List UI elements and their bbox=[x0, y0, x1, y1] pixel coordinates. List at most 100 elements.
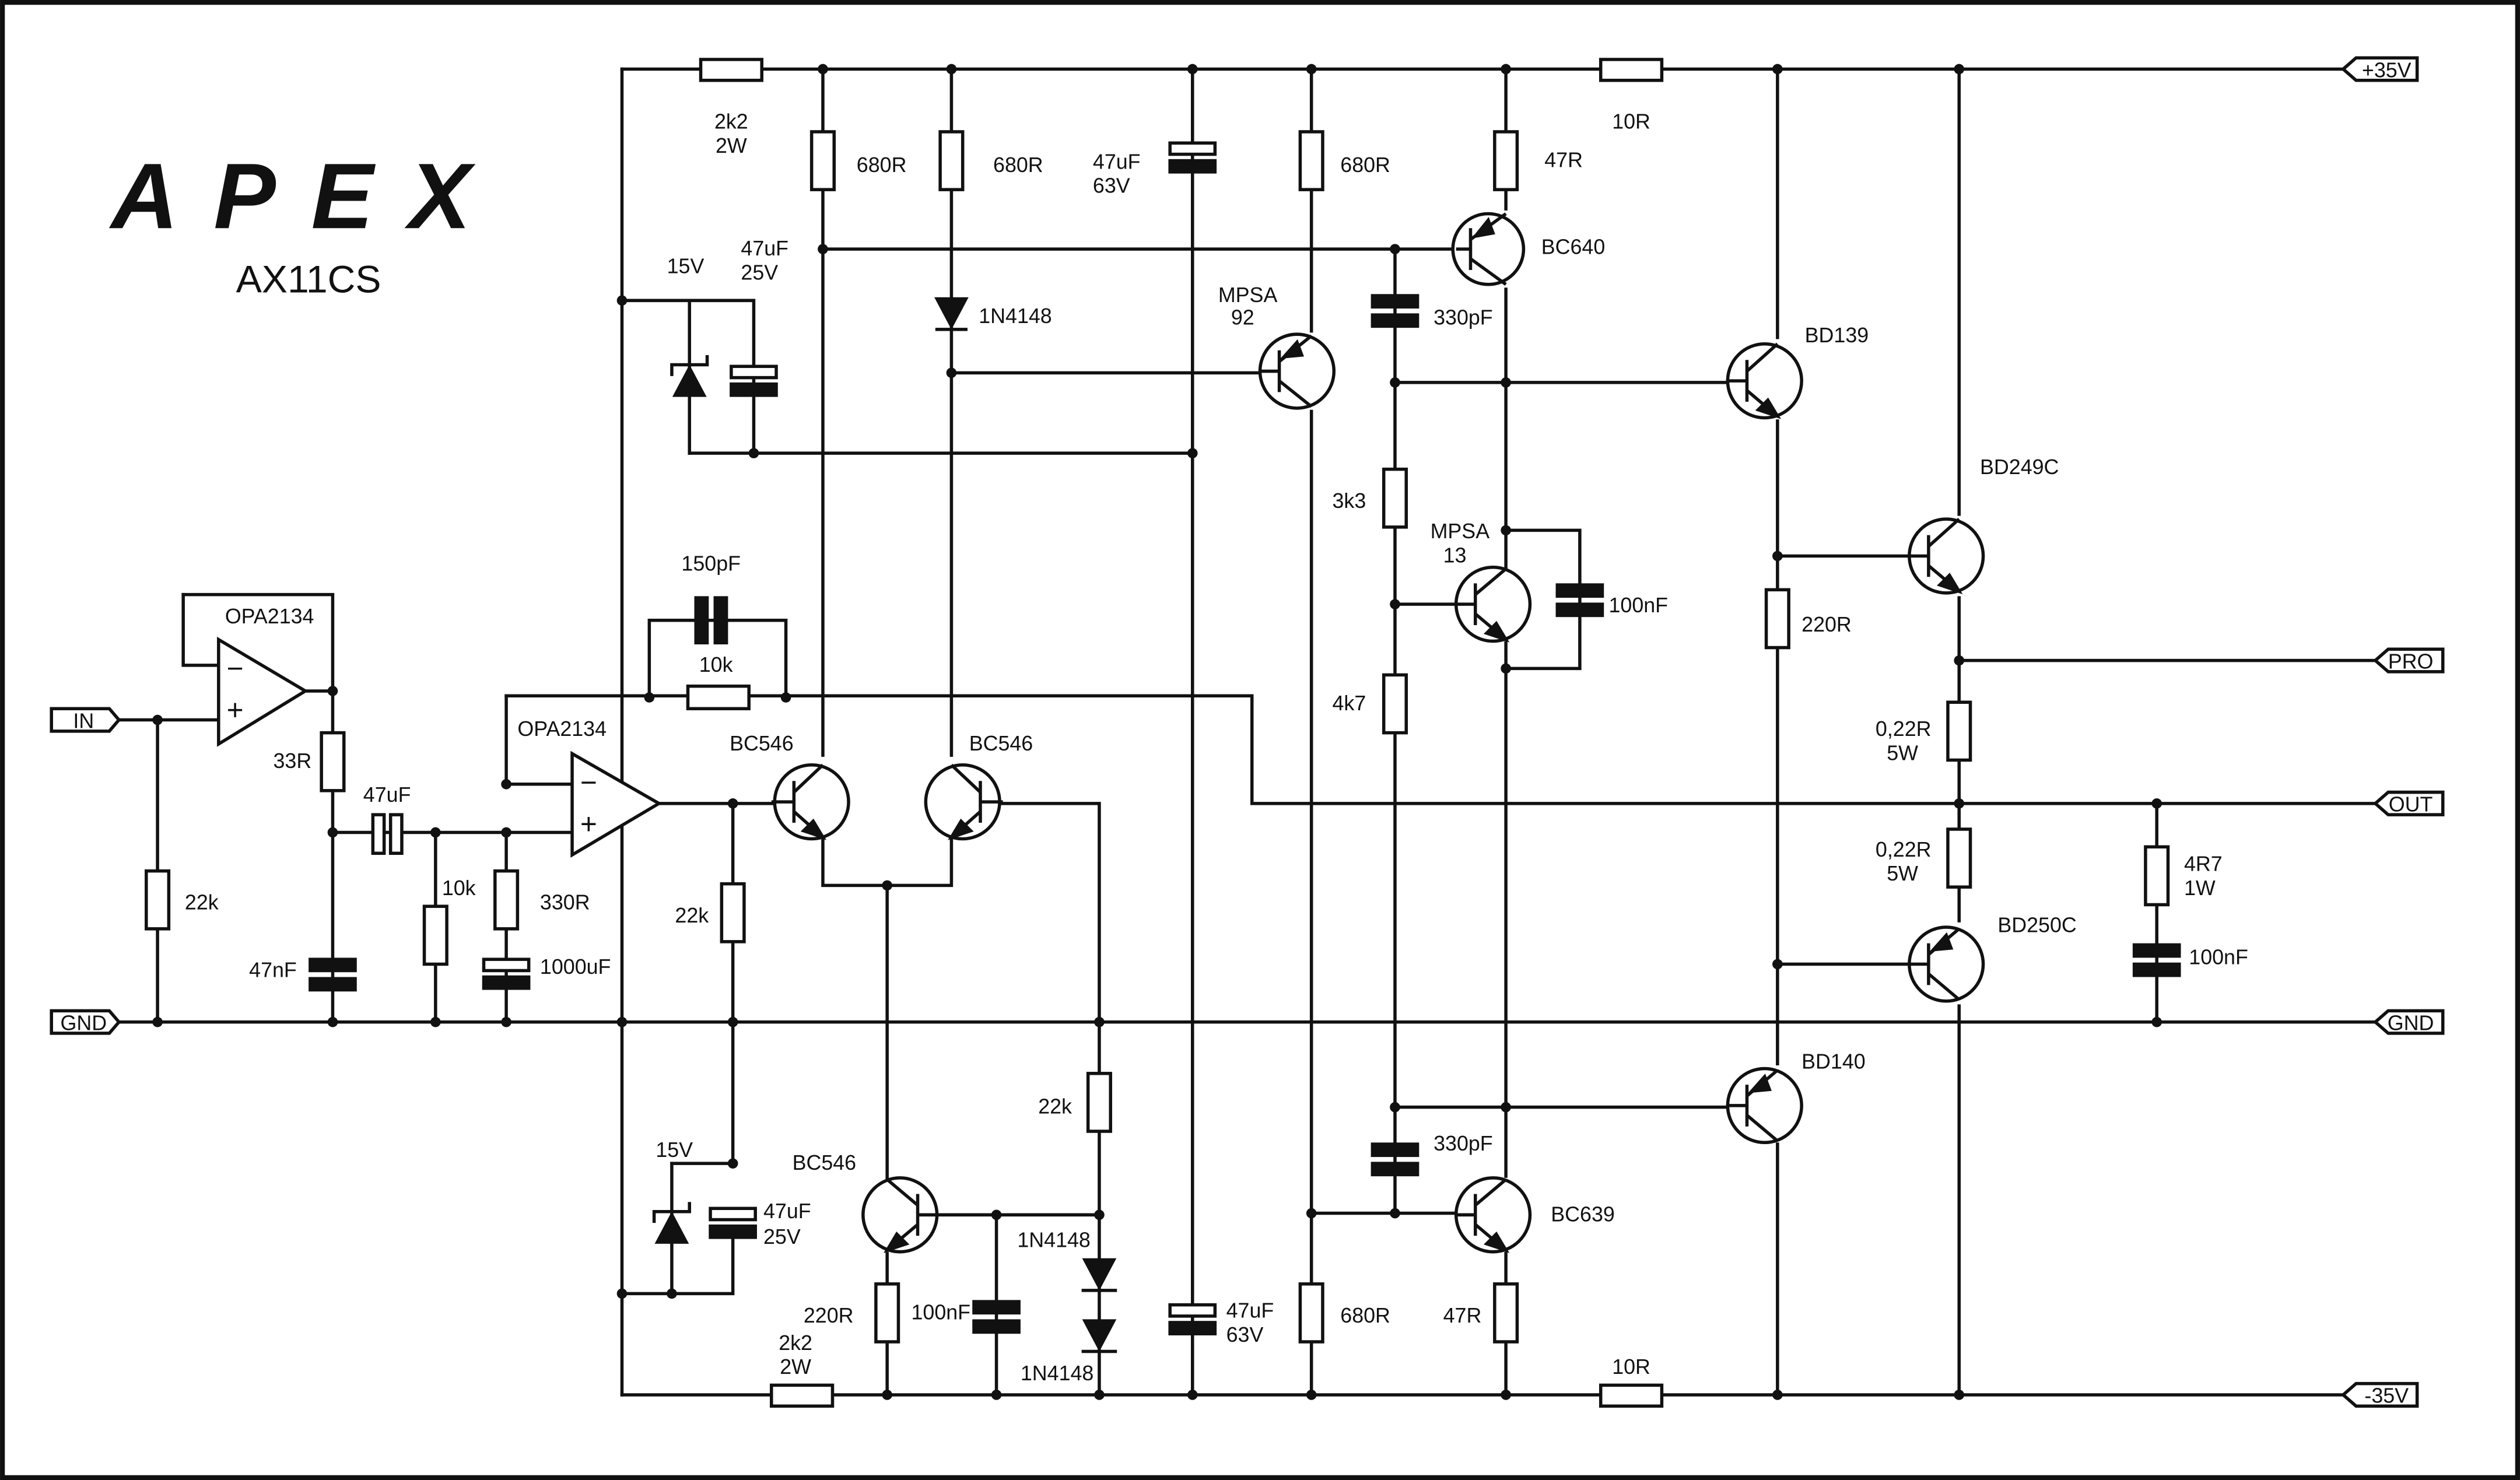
label-c-47u-63-bot-v: 63V bbox=[1226, 1323, 1264, 1346]
label-r-022-top: 0,22R bbox=[1876, 717, 1932, 741]
label-r-10k-bias: 10k bbox=[442, 876, 476, 900]
resistor-22k-mid bbox=[720, 882, 746, 944]
capacitor-100nf-mid bbox=[1555, 583, 1604, 618]
label-c-47u-63-top: 47uF bbox=[1093, 150, 1141, 173]
label-q-bd140: BD140 bbox=[1801, 1050, 1866, 1074]
label-r-330: 330R bbox=[540, 891, 590, 914]
transistor-bc640 bbox=[1451, 212, 1526, 286]
transistor-bc546-right bbox=[924, 763, 1003, 841]
transistor-mpsa13 bbox=[1454, 566, 1532, 643]
label-q-bd139: BD139 bbox=[1805, 324, 1869, 347]
opamp-u2-plus: + bbox=[580, 808, 597, 840]
label-r-680-2: 680R bbox=[993, 153, 1043, 177]
resistor-10r-top bbox=[1599, 58, 1664, 82]
label-q-bc640: BC640 bbox=[1541, 235, 1606, 258]
resistors bbox=[145, 58, 2170, 1408]
port-gnd-left-flag bbox=[50, 1009, 121, 1035]
port-vminus-label: -35V bbox=[2364, 1384, 2409, 1408]
resistor-330r bbox=[493, 869, 520, 931]
label-r-4r7-w: 1W bbox=[2184, 876, 2216, 900]
transistors bbox=[771, 212, 1985, 1254]
capacitor-100nf-bot bbox=[972, 1300, 1021, 1334]
opamp-u1 bbox=[217, 636, 309, 747]
label-d-1n4148-b1: 1N4148 bbox=[1017, 1228, 1090, 1251]
label-r-680-bot: 680R bbox=[1340, 1304, 1390, 1327]
zener-15v-bot bbox=[652, 1202, 691, 1244]
capacitor-100nf-zobel bbox=[2132, 943, 2181, 977]
port-vplus-flag bbox=[2340, 56, 2419, 82]
capacitor-47uf-63v-bot bbox=[1168, 1303, 1217, 1335]
label-r-33: 33R bbox=[274, 749, 312, 773]
resistor-2k2-bot bbox=[770, 1383, 835, 1408]
resistor-022r-bot bbox=[1946, 827, 1972, 889]
label-c-47u-25-bot-v: 25V bbox=[763, 1225, 801, 1248]
label-r-10k-fb: 10k bbox=[699, 653, 733, 676]
port-pro-label: PRO bbox=[2388, 650, 2434, 673]
label-c-1000u: 1000uF bbox=[540, 955, 611, 979]
port-pro-flag bbox=[2372, 647, 2445, 674]
opamp-u2 bbox=[570, 750, 663, 858]
label-r-4r7: 4R7 bbox=[2184, 853, 2223, 876]
label-r-220-mid: 220R bbox=[1801, 613, 1852, 636]
port-gnd-right-label: GND bbox=[2388, 1011, 2434, 1034]
resistor-4k7 bbox=[1382, 673, 1408, 735]
resistor-10k-bias bbox=[422, 904, 448, 966]
label-r-2k2-top-w: 2W bbox=[716, 134, 747, 157]
label-c-47u-25-top: 47uF bbox=[741, 237, 788, 260]
label-q-mpsa13-b: 13 bbox=[1443, 543, 1467, 567]
brand-logo: APEX bbox=[108, 143, 506, 248]
label-q-bd250c: BD250C bbox=[1997, 913, 2076, 937]
resistor-10r-bot bbox=[1599, 1383, 1664, 1408]
label-c-47u-in: 47uF bbox=[363, 783, 411, 806]
label-r-3k3: 3k3 bbox=[1333, 489, 1366, 513]
label-c-47u-25-bot: 47uF bbox=[763, 1200, 811, 1223]
label-r-2k2-bot: 2k2 bbox=[779, 1331, 812, 1355]
transistor-mpsa92 bbox=[1258, 332, 1336, 410]
port-in-flag bbox=[50, 707, 121, 733]
label-r-10-bot: 10R bbox=[1612, 1355, 1650, 1379]
port-vminus-flag bbox=[2340, 1381, 2419, 1408]
label-c-100n-zobel: 100nF bbox=[2189, 945, 2248, 969]
label-r-22k-in: 22k bbox=[185, 891, 219, 914]
label-r-2k2-bot-w: 2W bbox=[780, 1355, 811, 1379]
opamp-u2-minus: − bbox=[580, 766, 597, 799]
resistor-680r-2 bbox=[938, 130, 965, 191]
label-q-bc546-left: BC546 bbox=[730, 732, 794, 755]
resistor-33r bbox=[320, 731, 346, 792]
label-r-680-1: 680R bbox=[857, 153, 907, 177]
label-r-4k7: 4k7 bbox=[1333, 692, 1366, 715]
resistor-680r-3 bbox=[1298, 130, 1324, 191]
label-d-15v-bot: 15V bbox=[656, 1138, 693, 1162]
capacitor-330pf-bot bbox=[1371, 1142, 1420, 1177]
resistor-10k-feedback bbox=[686, 684, 751, 711]
diodes bbox=[652, 297, 1117, 1353]
junctions bbox=[152, 64, 2162, 1400]
label-r-10-top: 10R bbox=[1612, 110, 1650, 133]
label-r-22k-mid: 22k bbox=[675, 904, 709, 927]
label-c-47u-25-top-v: 25V bbox=[741, 261, 778, 284]
opamp-u1-plus: + bbox=[227, 694, 244, 727]
labels: APEX AX11CS IN GND +35V PRO OUT GND -35V… bbox=[61, 58, 2434, 1407]
label-c-47u-63-bot: 47uF bbox=[1226, 1299, 1274, 1323]
opamp-u1-minus: − bbox=[227, 652, 244, 685]
label-q-bc546-bottom: BC546 bbox=[793, 1151, 857, 1174]
model-name: AX11CS bbox=[236, 258, 381, 301]
resistor-4r7 bbox=[2144, 845, 2170, 907]
transistor-bc546-bottom bbox=[861, 1176, 939, 1254]
label-r-680-3: 680R bbox=[1340, 153, 1390, 177]
capacitor-47uf-25v-top bbox=[730, 364, 778, 397]
diode-1n4148-top bbox=[934, 297, 969, 331]
label-r-022-bot: 0,22R bbox=[1876, 838, 1932, 861]
port-gnd-left-label: GND bbox=[61, 1011, 107, 1034]
resistor-22k-right bbox=[1086, 1072, 1112, 1133]
zener-15v-top bbox=[670, 355, 709, 397]
resistor-220r-mid bbox=[1764, 588, 1790, 650]
resistor-2k2-top bbox=[699, 58, 763, 82]
port-vplus-label: +35V bbox=[2362, 58, 2412, 82]
label-q-bc639: BC639 bbox=[1551, 1202, 1615, 1226]
capacitors bbox=[309, 141, 2181, 1335]
capacitor-1000uf bbox=[482, 958, 531, 990]
label-r-47-bot: 47R bbox=[1443, 1304, 1482, 1327]
transistor-bc546-left bbox=[771, 763, 850, 841]
port-flags bbox=[50, 56, 2445, 1408]
